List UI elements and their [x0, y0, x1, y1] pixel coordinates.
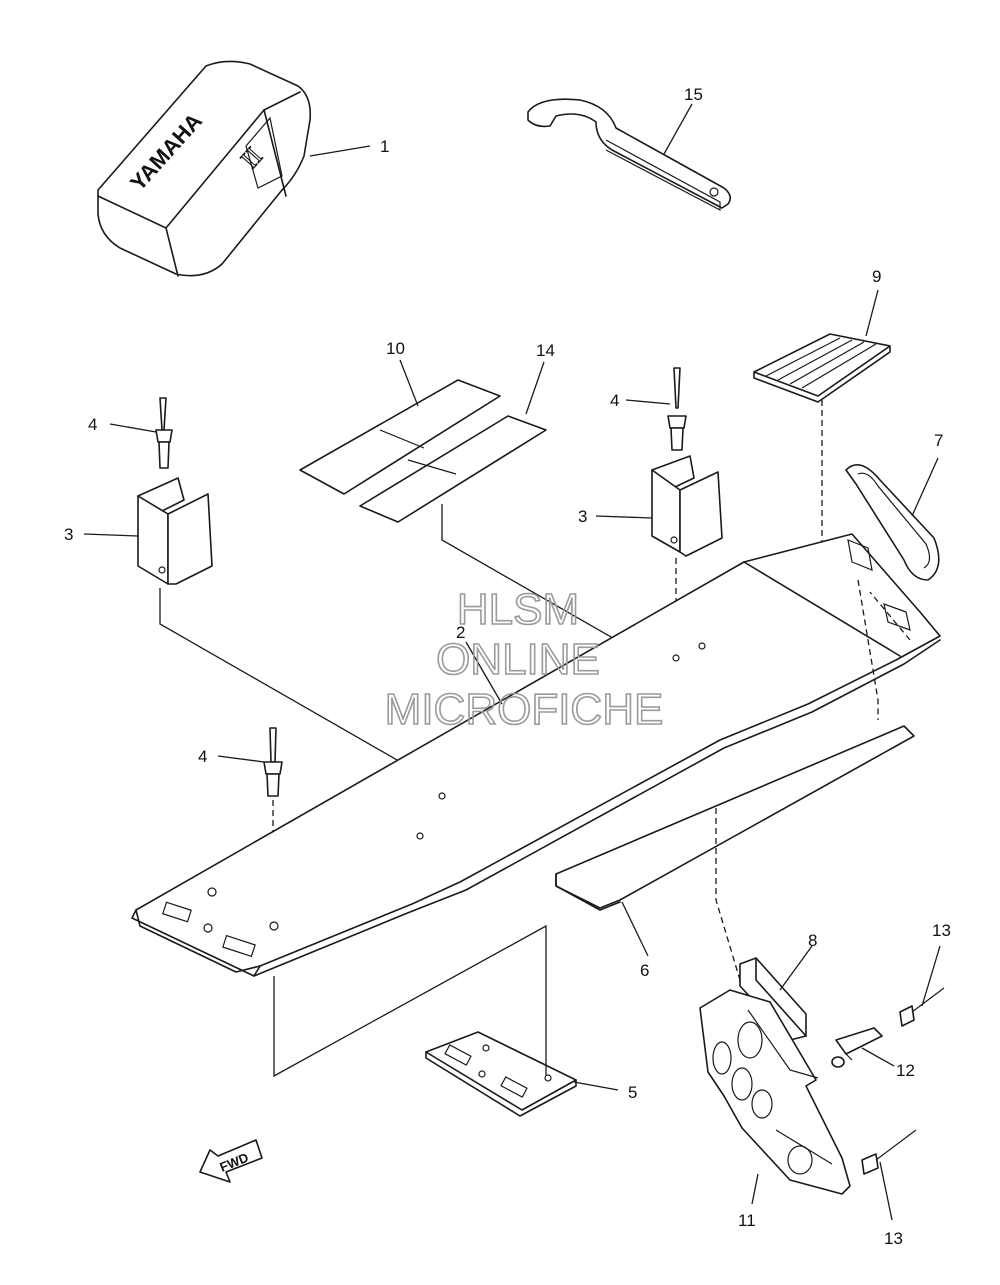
- watermark-line-1: HLSM: [457, 585, 579, 634]
- part-15-spanner-wrench[interactable]: [527, 98, 732, 211]
- callout-4b: 4: [610, 391, 619, 410]
- callout-9: 9: [872, 267, 881, 286]
- watermark-line-3: MICROFICHE: [385, 685, 664, 734]
- callout-4a: 4: [88, 415, 97, 434]
- callout-3a: 3: [64, 525, 73, 544]
- part-7-handle[interactable]: [845, 464, 940, 581]
- callout-13b: 13: [884, 1229, 903, 1248]
- part-3-clip-middle[interactable]: [651, 455, 723, 557]
- part-11-bracket-guard[interactable]: [699, 989, 851, 1195]
- callout-3b: 3: [578, 507, 587, 526]
- watermark: HLSM ONLINE MICROFICHE: [384, 584, 664, 735]
- part-6-pad-strip[interactable]: [555, 725, 915, 911]
- callout-12: 12: [896, 1061, 915, 1080]
- part-1-cover[interactable]: YAMAHA II: [97, 60, 312, 277]
- part-14-decal[interactable]: [359, 415, 547, 523]
- callout-7: 7: [934, 431, 943, 450]
- part-12-clip[interactable]: [831, 1027, 883, 1068]
- callout-11: 11: [738, 1211, 756, 1230]
- watermark-line-2: ONLINE: [436, 635, 600, 684]
- part-3-clip-left[interactable]: [137, 477, 213, 585]
- part-4-rivet-left[interactable]: [155, 397, 173, 469]
- part-2-main-plate[interactable]: [131, 533, 941, 977]
- part-13-rivet-lower[interactable]: [861, 1129, 917, 1175]
- callout-14: 14: [536, 341, 555, 360]
- callout-8: 8: [808, 931, 817, 950]
- callout-4c: 4: [198, 747, 207, 766]
- part-5-bracket-plate[interactable]: [425, 1031, 577, 1117]
- callout-1: 1: [380, 137, 389, 156]
- callout-13a: 13: [932, 921, 951, 940]
- callout-10: 10: [386, 339, 405, 358]
- callout-6: 6: [640, 961, 649, 980]
- part-13-rivet-upper[interactable]: [899, 987, 945, 1027]
- callout-15: 15: [684, 85, 703, 104]
- part-9-pad[interactable]: [753, 333, 891, 403]
- part-10-decal[interactable]: [299, 379, 501, 495]
- callout-2: 2: [456, 623, 465, 642]
- fwd-direction-arrow: FWD: [199, 1139, 263, 1183]
- callout-5: 5: [628, 1083, 637, 1102]
- part-4-rivet-middle[interactable]: [667, 367, 687, 451]
- part-8-block[interactable]: [739, 957, 807, 1041]
- part-4-rivet-bottom[interactable]: [263, 727, 283, 797]
